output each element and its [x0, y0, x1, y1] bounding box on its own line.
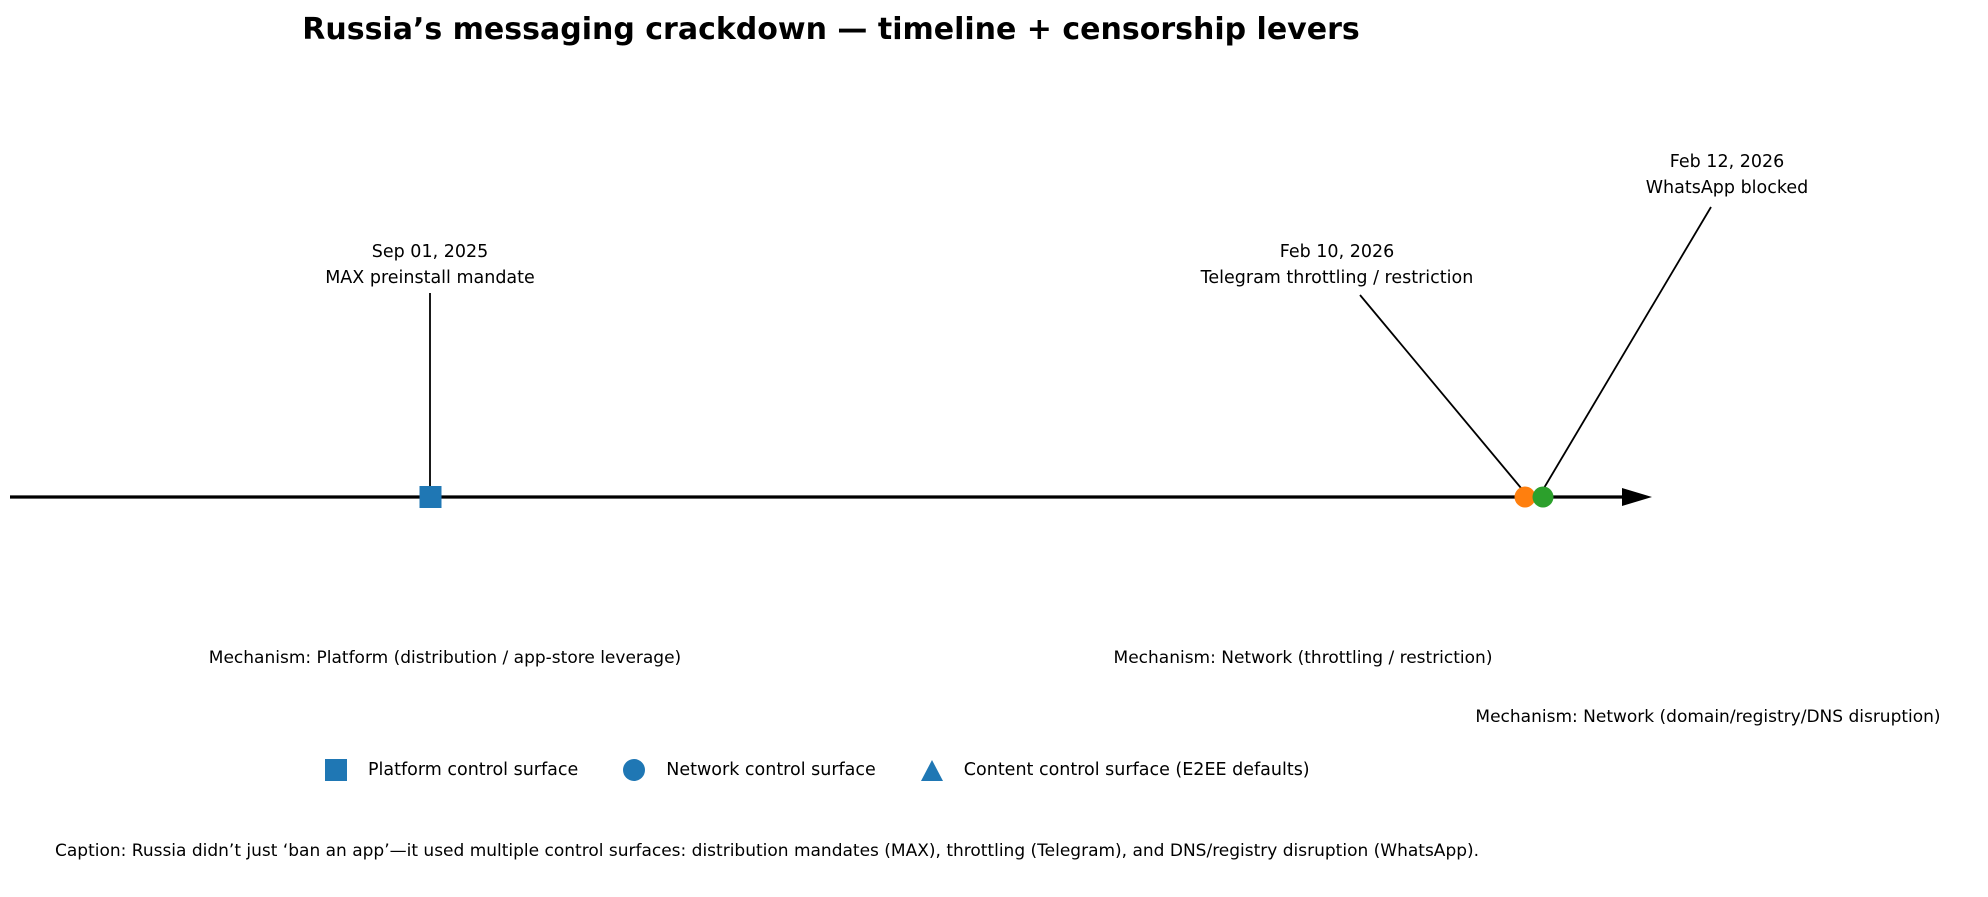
axis-arrowhead-icon — [1622, 488, 1652, 506]
legend-label-platform: Platform control surface — [368, 760, 579, 780]
triangle-marker-icon — [920, 759, 943, 781]
mechanism-label-whatsapp: Mechanism: Network (domain/registry/DNS … — [1475, 707, 1941, 727]
event-date: Feb 10, 2026 — [1279, 242, 1395, 262]
event-date: Feb 12, 2026 — [1669, 152, 1785, 172]
event-marker-max-square — [419, 486, 442, 508]
leader-line-telegram — [1359, 294, 1522, 489]
legend-item-network: Network control surface — [623, 759, 876, 781]
event-annotation-telegram: Feb 10, 2026 Telegram throttling / restr… — [1201, 239, 1474, 291]
leader-line-whatsapp — [1543, 206, 1712, 489]
event-marker-whatsapp-circle — [1532, 486, 1554, 508]
event-date: Sep 01, 2025 — [371, 242, 489, 262]
legend: Platform control surface Network control… — [325, 759, 1310, 781]
square-marker-icon — [325, 759, 347, 781]
event-title: WhatsApp blocked — [1645, 178, 1809, 198]
chart-caption: Caption: Russia didn’t just ‘ban an app’… — [55, 841, 1480, 861]
event-annotation-whatsapp: Feb 12, 2026 WhatsApp blocked — [1646, 149, 1809, 201]
legend-label-network: Network control surface — [666, 760, 876, 780]
legend-item-platform: Platform control surface — [325, 759, 578, 781]
legend-label-content: Content control surface (E2EE defaults) — [963, 760, 1310, 780]
event-title: Telegram throttling / restriction — [1200, 268, 1474, 288]
legend-item-content: Content control surface (E2EE defaults) — [920, 759, 1310, 781]
mechanism-label-telegram: Mechanism: Network (throttling / restric… — [1113, 648, 1493, 668]
event-marker-telegram-circle — [1514, 486, 1536, 508]
circle-marker-icon — [623, 759, 646, 781]
event-title: MAX preinstall mandate — [325, 268, 535, 288]
mechanism-label-max: Mechanism: Platform (distribution / app-… — [208, 648, 682, 668]
event-annotation-max: Sep 01, 2025 MAX preinstall mandate — [325, 239, 535, 291]
chart-title: Russia’s messaging crackdown — timeline … — [302, 12, 1360, 47]
